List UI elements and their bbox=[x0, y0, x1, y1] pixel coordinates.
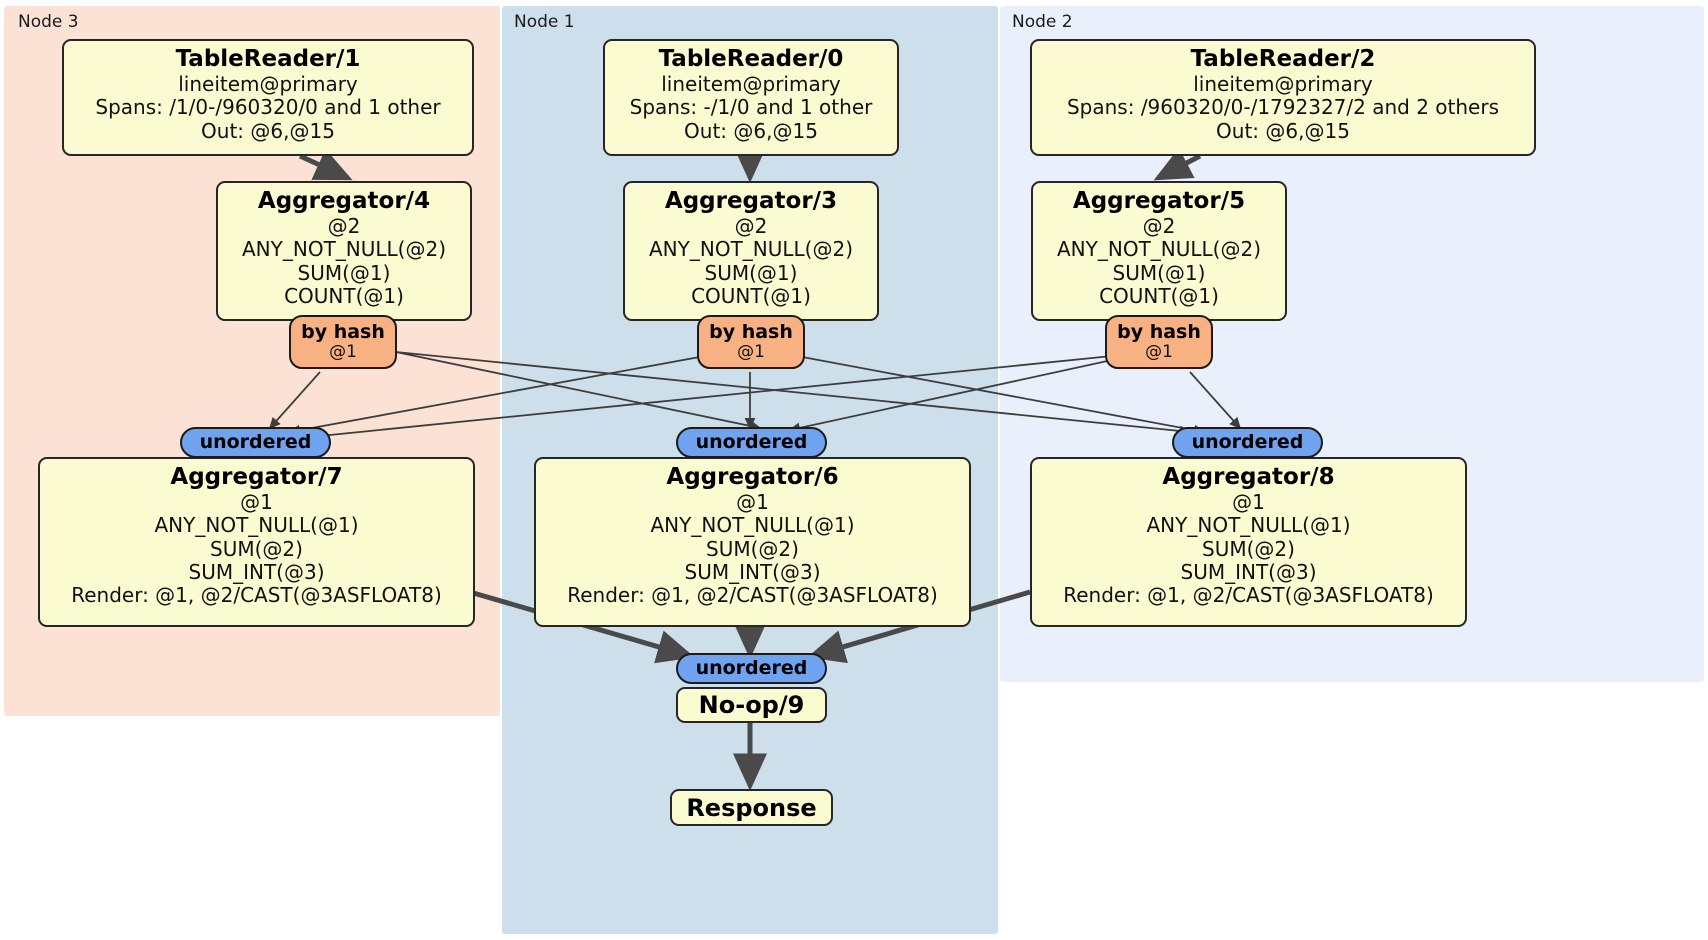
processor-line: SUM_INT(@3) bbox=[1180, 559, 1317, 584]
processor-line: @1 bbox=[1232, 490, 1265, 515]
processor-title: Aggregator/6 bbox=[666, 464, 839, 490]
processor-title: Aggregator/7 bbox=[170, 464, 343, 490]
processor-title: Aggregator/5 bbox=[1072, 188, 1246, 214]
router-label: by hash bbox=[1117, 321, 1201, 344]
processor-title: Aggregator/4 bbox=[257, 188, 431, 214]
processor-aggregator-7[interactable]: Aggregator/7 @1 ANY_NOT_NULL(@1) SUM(@2)… bbox=[38, 457, 475, 627]
processor-line: COUNT(@1) bbox=[284, 283, 404, 308]
processor-title: Aggregator/8 bbox=[1162, 464, 1335, 490]
processor-render-line: Render: @1, @2/CAST(@3ASFLOAT8) bbox=[1063, 582, 1434, 607]
processor-line: SUM(@1) bbox=[297, 260, 391, 285]
processor-line: SUM_INT(@3) bbox=[188, 559, 325, 584]
synchronizer-label: unordered bbox=[199, 431, 312, 454]
processor-title: Response bbox=[686, 793, 817, 822]
processor-line: COUNT(@1) bbox=[691, 283, 811, 308]
processor-aggregator-3[interactable]: Aggregator/3 @2 ANY_NOT_NULL(@2) SUM(@1)… bbox=[623, 181, 879, 321]
processor-title: No-op/9 bbox=[698, 691, 805, 719]
processor-line: SUM(@2) bbox=[706, 536, 799, 561]
processor-line: Out: @6,@15 bbox=[201, 118, 335, 143]
router-label: by hash bbox=[301, 321, 385, 344]
processor-line: Out: @6,@15 bbox=[684, 118, 818, 143]
router-column: @1 bbox=[737, 342, 765, 363]
processor-line: SUM(@2) bbox=[1202, 536, 1295, 561]
hash-router-left[interactable]: by hash @1 bbox=[289, 315, 397, 369]
processor-line: SUM(@1) bbox=[704, 260, 798, 285]
router-column: @1 bbox=[1145, 342, 1173, 363]
processor-line: lineitem@primary bbox=[178, 72, 358, 97]
unordered-synchronizer-final[interactable]: unordered bbox=[676, 653, 827, 684]
processor-line: ANY_NOT_NULL(@2) bbox=[242, 237, 446, 262]
processor-aggregator-6[interactable]: Aggregator/6 @1 ANY_NOT_NULL(@1) SUM(@2)… bbox=[534, 457, 971, 627]
processor-line: ANY_NOT_NULL(@1) bbox=[154, 513, 359, 538]
panel-node-2-label: Node 2 bbox=[1012, 12, 1073, 32]
processor-response[interactable]: Response bbox=[670, 789, 833, 826]
processor-line: lineitem@primary bbox=[661, 72, 841, 97]
hash-router-right[interactable]: by hash @1 bbox=[1105, 315, 1213, 369]
processor-line: Spans: -/1/0 and 1 other bbox=[629, 95, 873, 120]
processor-line: @1 bbox=[240, 490, 273, 515]
processor-line: Spans: /1/0-/960320/0 and 1 other bbox=[95, 95, 441, 120]
processor-no-op-9[interactable]: No-op/9 bbox=[676, 687, 827, 723]
panel-node-1-label: Node 1 bbox=[514, 12, 575, 32]
processor-line: ANY_NOT_NULL(@2) bbox=[649, 237, 853, 262]
processor-line: SUM(@1) bbox=[1112, 260, 1206, 285]
processor-line: SUM_INT(@3) bbox=[684, 559, 821, 584]
router-column: @1 bbox=[329, 342, 357, 363]
processor-table-reader-1[interactable]: TableReader/1 lineitem@primary Spans: /1… bbox=[62, 39, 474, 156]
unordered-synchronizer-left[interactable]: unordered bbox=[180, 427, 331, 458]
processor-aggregator-4[interactable]: Aggregator/4 @2 ANY_NOT_NULL(@2) SUM(@1)… bbox=[216, 181, 472, 321]
synchronizer-label: unordered bbox=[695, 431, 808, 454]
processor-title: Aggregator/3 bbox=[664, 188, 838, 214]
processor-line: @1 bbox=[736, 490, 769, 515]
processor-line: Out: @6,@15 bbox=[1216, 118, 1350, 143]
processor-table-reader-0[interactable]: TableReader/0 lineitem@primary Spans: -/… bbox=[603, 39, 899, 156]
panel-node-3-label: Node 3 bbox=[18, 12, 79, 32]
processor-line: @2 bbox=[327, 214, 361, 239]
synchronizer-label: unordered bbox=[1191, 431, 1304, 454]
processor-title: TableReader/1 bbox=[175, 46, 361, 72]
unordered-synchronizer-center[interactable]: unordered bbox=[676, 427, 827, 458]
processor-render-line: Render: @1, @2/CAST(@3ASFLOAT8) bbox=[567, 582, 938, 607]
synchronizer-label: unordered bbox=[695, 657, 808, 680]
processor-line: COUNT(@1) bbox=[1099, 283, 1219, 308]
processor-line: @2 bbox=[1142, 214, 1176, 239]
processor-aggregator-5[interactable]: Aggregator/5 @2 ANY_NOT_NULL(@2) SUM(@1)… bbox=[1031, 181, 1287, 321]
hash-router-center[interactable]: by hash @1 bbox=[697, 315, 805, 369]
unordered-synchronizer-right[interactable]: unordered bbox=[1172, 427, 1323, 458]
processor-line: @2 bbox=[734, 214, 768, 239]
processor-line: ANY_NOT_NULL(@1) bbox=[650, 513, 855, 538]
processor-line: ANY_NOT_NULL(@1) bbox=[1146, 513, 1351, 538]
processor-line: Spans: /960320/0-/1792327/2 and 2 others bbox=[1066, 95, 1499, 120]
processor-aggregator-8[interactable]: Aggregator/8 @1 ANY_NOT_NULL(@1) SUM(@2)… bbox=[1030, 457, 1467, 627]
processor-line: SUM(@2) bbox=[210, 536, 303, 561]
processor-title: TableReader/2 bbox=[1190, 46, 1376, 72]
processor-table-reader-2[interactable]: TableReader/2 lineitem@primary Spans: /9… bbox=[1030, 39, 1536, 156]
processor-line: ANY_NOT_NULL(@2) bbox=[1057, 237, 1261, 262]
processor-line: lineitem@primary bbox=[1193, 72, 1373, 97]
processor-title: TableReader/0 bbox=[658, 46, 844, 72]
processor-render-line: Render: @1, @2/CAST(@3ASFLOAT8) bbox=[71, 582, 442, 607]
router-label: by hash bbox=[709, 321, 793, 344]
